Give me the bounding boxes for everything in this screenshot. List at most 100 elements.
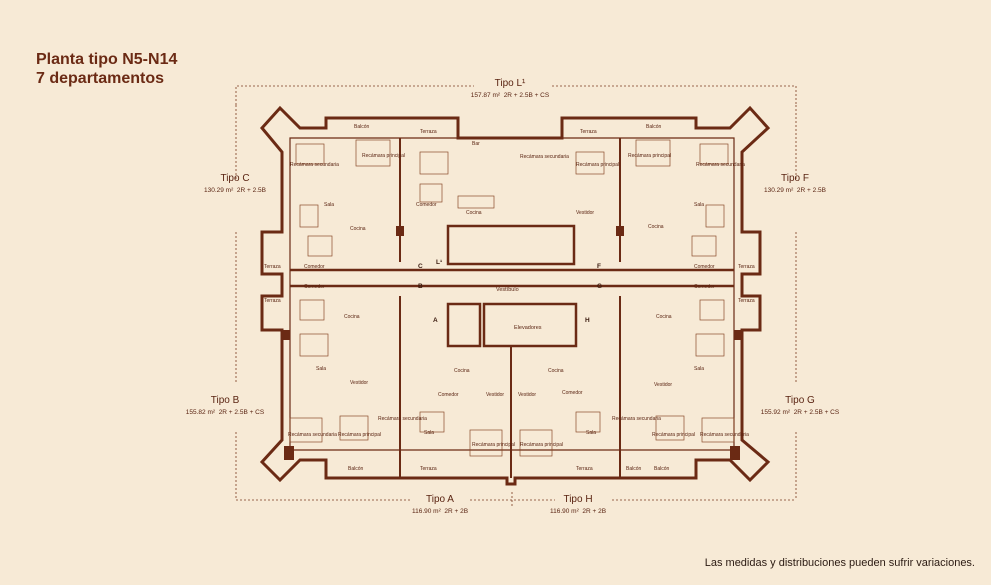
unit-label-a: Tipo A 116.90 m² 2R + 2B — [390, 494, 490, 515]
unit-area: 116.90 m² — [549, 508, 579, 515]
marker-g: G — [597, 283, 602, 290]
room-label: Recámara secundaria — [612, 416, 661, 422]
room-label: Recámara principal — [576, 162, 619, 168]
unit-label-g: Tipo G 155.92 m² 2R + 2.5B + CS — [745, 395, 855, 416]
room-label: Vestidor — [576, 210, 594, 216]
column — [396, 226, 404, 236]
room-label: Recámara secundaria — [520, 154, 569, 160]
room-label: Cocina — [350, 226, 366, 232]
bed — [519, 429, 553, 457]
column — [730, 446, 740, 460]
marker-a: A — [433, 317, 438, 324]
unit-area: 155.92 m² — [760, 409, 791, 416]
unit-name: Tipo A — [426, 494, 454, 505]
sofa — [705, 204, 725, 228]
column — [284, 446, 294, 460]
room-label: Recámara principal — [472, 442, 515, 448]
unit-spec: 155.82 m² 2R + 2.5B + CS — [170, 409, 280, 416]
marker-f: F — [597, 263, 601, 270]
unit-spec: 157.87 m² 2R + 2.5B + CS — [455, 92, 565, 99]
sofa — [419, 411, 445, 433]
service-core-top — [446, 224, 576, 266]
room-label: Recámara secundaria — [288, 432, 337, 438]
top-dimension-line — [235, 85, 474, 105]
room-label: Recámara secundaria — [696, 162, 745, 168]
bed — [289, 417, 323, 443]
room-label: Comedor — [416, 202, 437, 208]
room-label: Recámara secundaria — [378, 416, 427, 422]
stair-core — [446, 302, 482, 348]
room-label: Vestidor — [350, 380, 368, 386]
room-label: Cocina — [648, 224, 664, 230]
room-label: Terraza — [738, 264, 755, 270]
unit-label-c: Tipo C 130.29 m² 2R + 2.5B — [185, 173, 285, 194]
room-label: Vestidor — [486, 392, 504, 398]
unit-spec: 116.90 m² 2R + 2B — [390, 508, 490, 515]
unit-area: 157.87 m² — [470, 92, 501, 99]
room-label: Elevadores — [514, 325, 542, 331]
unit-label-h: Tipo H 116.90 m² 2R + 2B — [528, 494, 628, 515]
plan-title-line-1: Planta tipo N5-N14 — [36, 51, 178, 68]
room-label: Balcón — [646, 124, 662, 130]
unit-spec: 130.29 m² 2R + 2.5B — [185, 187, 285, 194]
room-label: Sala — [324, 202, 334, 208]
room-label: Comedor — [304, 264, 325, 270]
sofa — [419, 151, 449, 175]
room-label: Sala — [694, 202, 704, 208]
room-label: Terraza — [264, 264, 281, 270]
room-label: Sala — [316, 366, 326, 372]
unit-area: 155.82 m² — [185, 409, 216, 416]
room-label: Comedor — [304, 284, 325, 290]
room-label: Comedor — [438, 392, 459, 398]
bed — [339, 415, 369, 441]
room-label: Sala — [424, 430, 434, 436]
room-label: Recámara principal — [362, 153, 405, 159]
marker-l1: L¹ — [436, 259, 442, 266]
sofa — [299, 333, 329, 357]
room-label: Cocina — [454, 368, 470, 374]
room-label: Balcón — [354, 124, 370, 130]
bed — [635, 139, 671, 167]
unit-area: 130.29 m² — [764, 187, 794, 194]
dining-table — [699, 299, 725, 321]
bed — [701, 417, 735, 443]
unit-name: Tipo L¹ — [494, 78, 526, 89]
unit-name: Tipo H — [563, 494, 593, 505]
column — [734, 330, 742, 340]
column — [616, 226, 624, 236]
room-label: Recámara principal — [520, 442, 563, 448]
room-label: Cocina — [344, 314, 360, 320]
kitchen-counter — [457, 195, 495, 209]
marker-b: B — [418, 283, 423, 290]
room-label: Cocina — [656, 314, 672, 320]
unit-spec: 155.92 m² 2R + 2.5B + CS — [745, 409, 855, 416]
room-label: Balcón — [348, 466, 364, 472]
dining-table — [419, 183, 443, 203]
plan-title: Planta tipo N5-N14 7 departamentos — [36, 50, 177, 88]
room-label: Vestíbulo — [496, 287, 519, 293]
bed — [469, 429, 503, 457]
sofa — [575, 151, 605, 175]
room-label: Terraza — [420, 129, 437, 135]
sofa — [695, 333, 725, 357]
unit-spec: 116.90 m² 2R + 2B — [528, 508, 628, 515]
sofa — [575, 411, 601, 433]
room-label: Vestidor — [518, 392, 536, 398]
unit-name: Tipo G — [785, 395, 815, 406]
dining-table — [299, 299, 325, 321]
bed — [355, 139, 391, 167]
room-label: Recámara secundaria — [290, 162, 339, 168]
room-label: Cocina — [466, 210, 482, 216]
unit-program: 2R + 2.5B — [236, 187, 266, 194]
room-label: Comedor — [694, 284, 715, 290]
bed — [295, 143, 325, 165]
top-dimension-line-right — [552, 85, 797, 105]
room-label: Terraza — [580, 129, 597, 135]
unit-label-l1: Tipo L¹ 157.87 m² 2R + 2.5B + CS — [455, 78, 565, 99]
room-label: Balcón — [626, 466, 642, 472]
dimension-lines — [235, 85, 797, 508]
unit-name: Tipo F — [781, 173, 809, 184]
column — [282, 330, 290, 340]
plan-title-line-2: 7 departamentos — [36, 70, 165, 87]
